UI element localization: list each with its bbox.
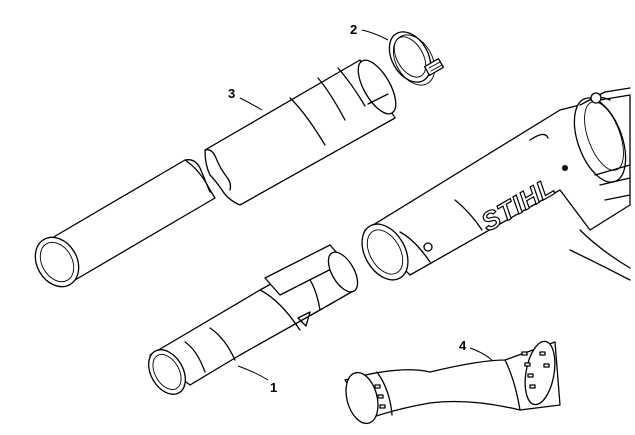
part-4-elbow <box>344 340 561 425</box>
part-1-nozzle <box>148 244 359 395</box>
callout-3: 3 <box>228 86 263 111</box>
part-2-hose-clamp <box>388 31 445 86</box>
part-3-straight-tube <box>34 59 397 288</box>
callout-label-2: 2 <box>350 22 357 37</box>
elbow-vent-holes <box>374 351 550 409</box>
callout-label-1: 1 <box>270 380 277 395</box>
blower-housing: STIHL <box>361 87 631 281</box>
callout-1: 1 <box>237 365 277 395</box>
callout-label-4: 4 <box>459 338 467 353</box>
callout-label-3: 3 <box>228 86 235 101</box>
callout-4: 4 <box>459 338 493 361</box>
callout-2: 2 <box>350 22 389 41</box>
